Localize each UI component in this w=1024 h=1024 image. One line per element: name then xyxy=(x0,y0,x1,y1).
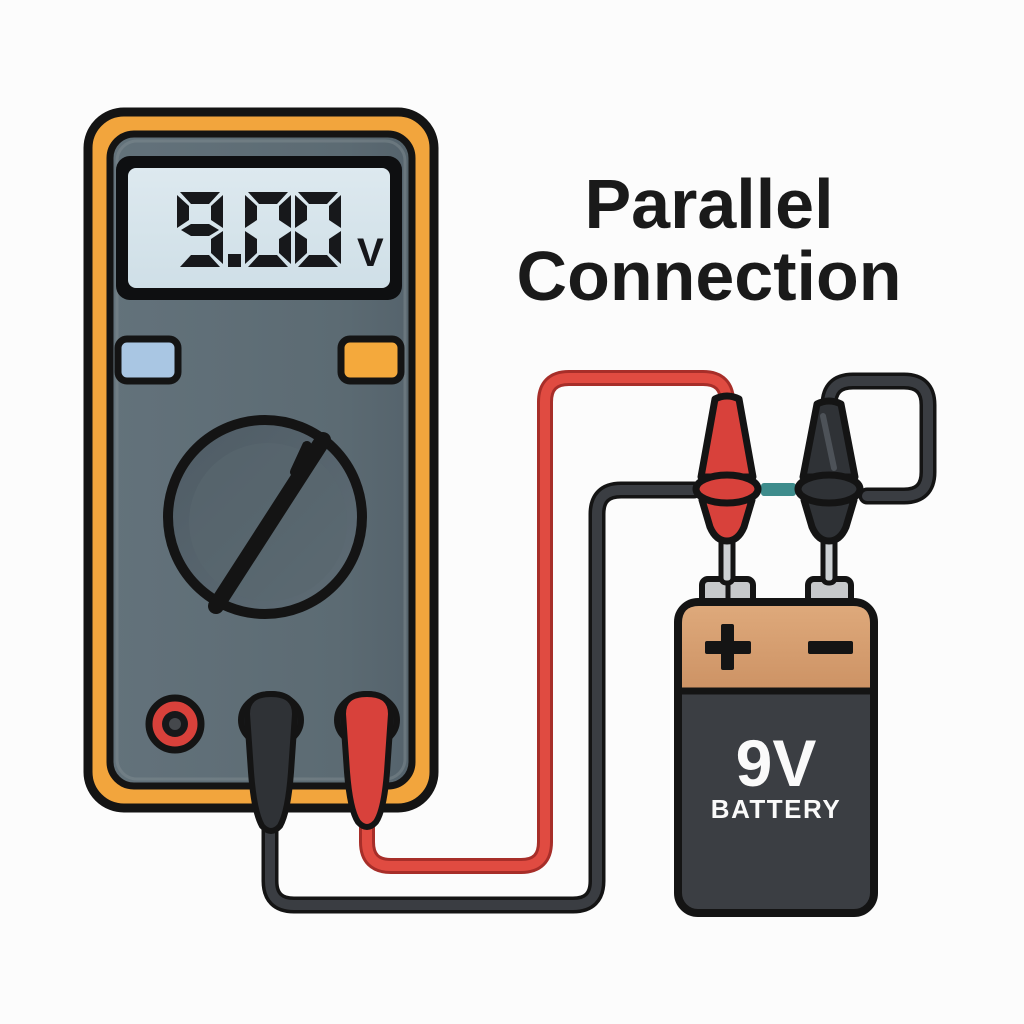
black-loop-core xyxy=(824,376,933,501)
dial-pointer-mark xyxy=(290,441,312,477)
black-lead-core xyxy=(265,485,699,910)
red-probe-collar xyxy=(692,471,762,507)
display-digit-9 xyxy=(177,192,223,267)
blue-function-button[interactable] xyxy=(114,335,182,385)
round-input-jack-pin xyxy=(169,718,181,730)
red-probe xyxy=(692,392,762,586)
input-jacks xyxy=(145,691,400,834)
display-digit-0 xyxy=(295,192,341,267)
black-probe-collar xyxy=(794,471,864,507)
rotary-selector-dial[interactable] xyxy=(163,415,367,619)
black-test-lead-wire xyxy=(261,481,703,914)
lcd-screen xyxy=(128,168,390,288)
display-unit-label: V xyxy=(357,231,384,275)
test-lead-wires xyxy=(261,370,937,914)
black-probe xyxy=(794,397,864,586)
battery-type-label: BATTERY xyxy=(711,794,841,824)
red-test-lead-wire xyxy=(359,370,735,874)
black-probe-lower-body xyxy=(800,496,858,545)
dial-pointer xyxy=(208,432,331,614)
lcd-display: V xyxy=(116,156,402,300)
display-digits xyxy=(177,192,341,267)
black-probe-highlight xyxy=(820,413,837,471)
minus-symbol xyxy=(808,641,853,654)
battery-9v: 9V BATTERY xyxy=(674,576,878,917)
black-probe-loop-wire xyxy=(820,372,937,505)
display-decimal-point xyxy=(228,254,241,267)
plus-vertical-bar xyxy=(721,624,734,670)
red-lead-plug xyxy=(340,691,394,830)
title-line-2: Connection xyxy=(517,237,902,315)
plus-symbol xyxy=(705,624,751,670)
diagram-title: Parallel Connection xyxy=(517,165,902,315)
display-digit-0 xyxy=(245,192,291,267)
gap-dash-marker xyxy=(761,483,796,496)
orange-function-button[interactable] xyxy=(337,335,405,385)
red-probe-lower-body xyxy=(698,496,756,545)
red-lead-core xyxy=(362,373,732,871)
black-lead-plug xyxy=(244,691,298,834)
multimeter: V xyxy=(83,107,439,834)
red-probe-upper-body xyxy=(697,392,757,481)
battery-voltage-label: 9V xyxy=(736,726,817,800)
title-line-1: Parallel xyxy=(584,165,833,243)
